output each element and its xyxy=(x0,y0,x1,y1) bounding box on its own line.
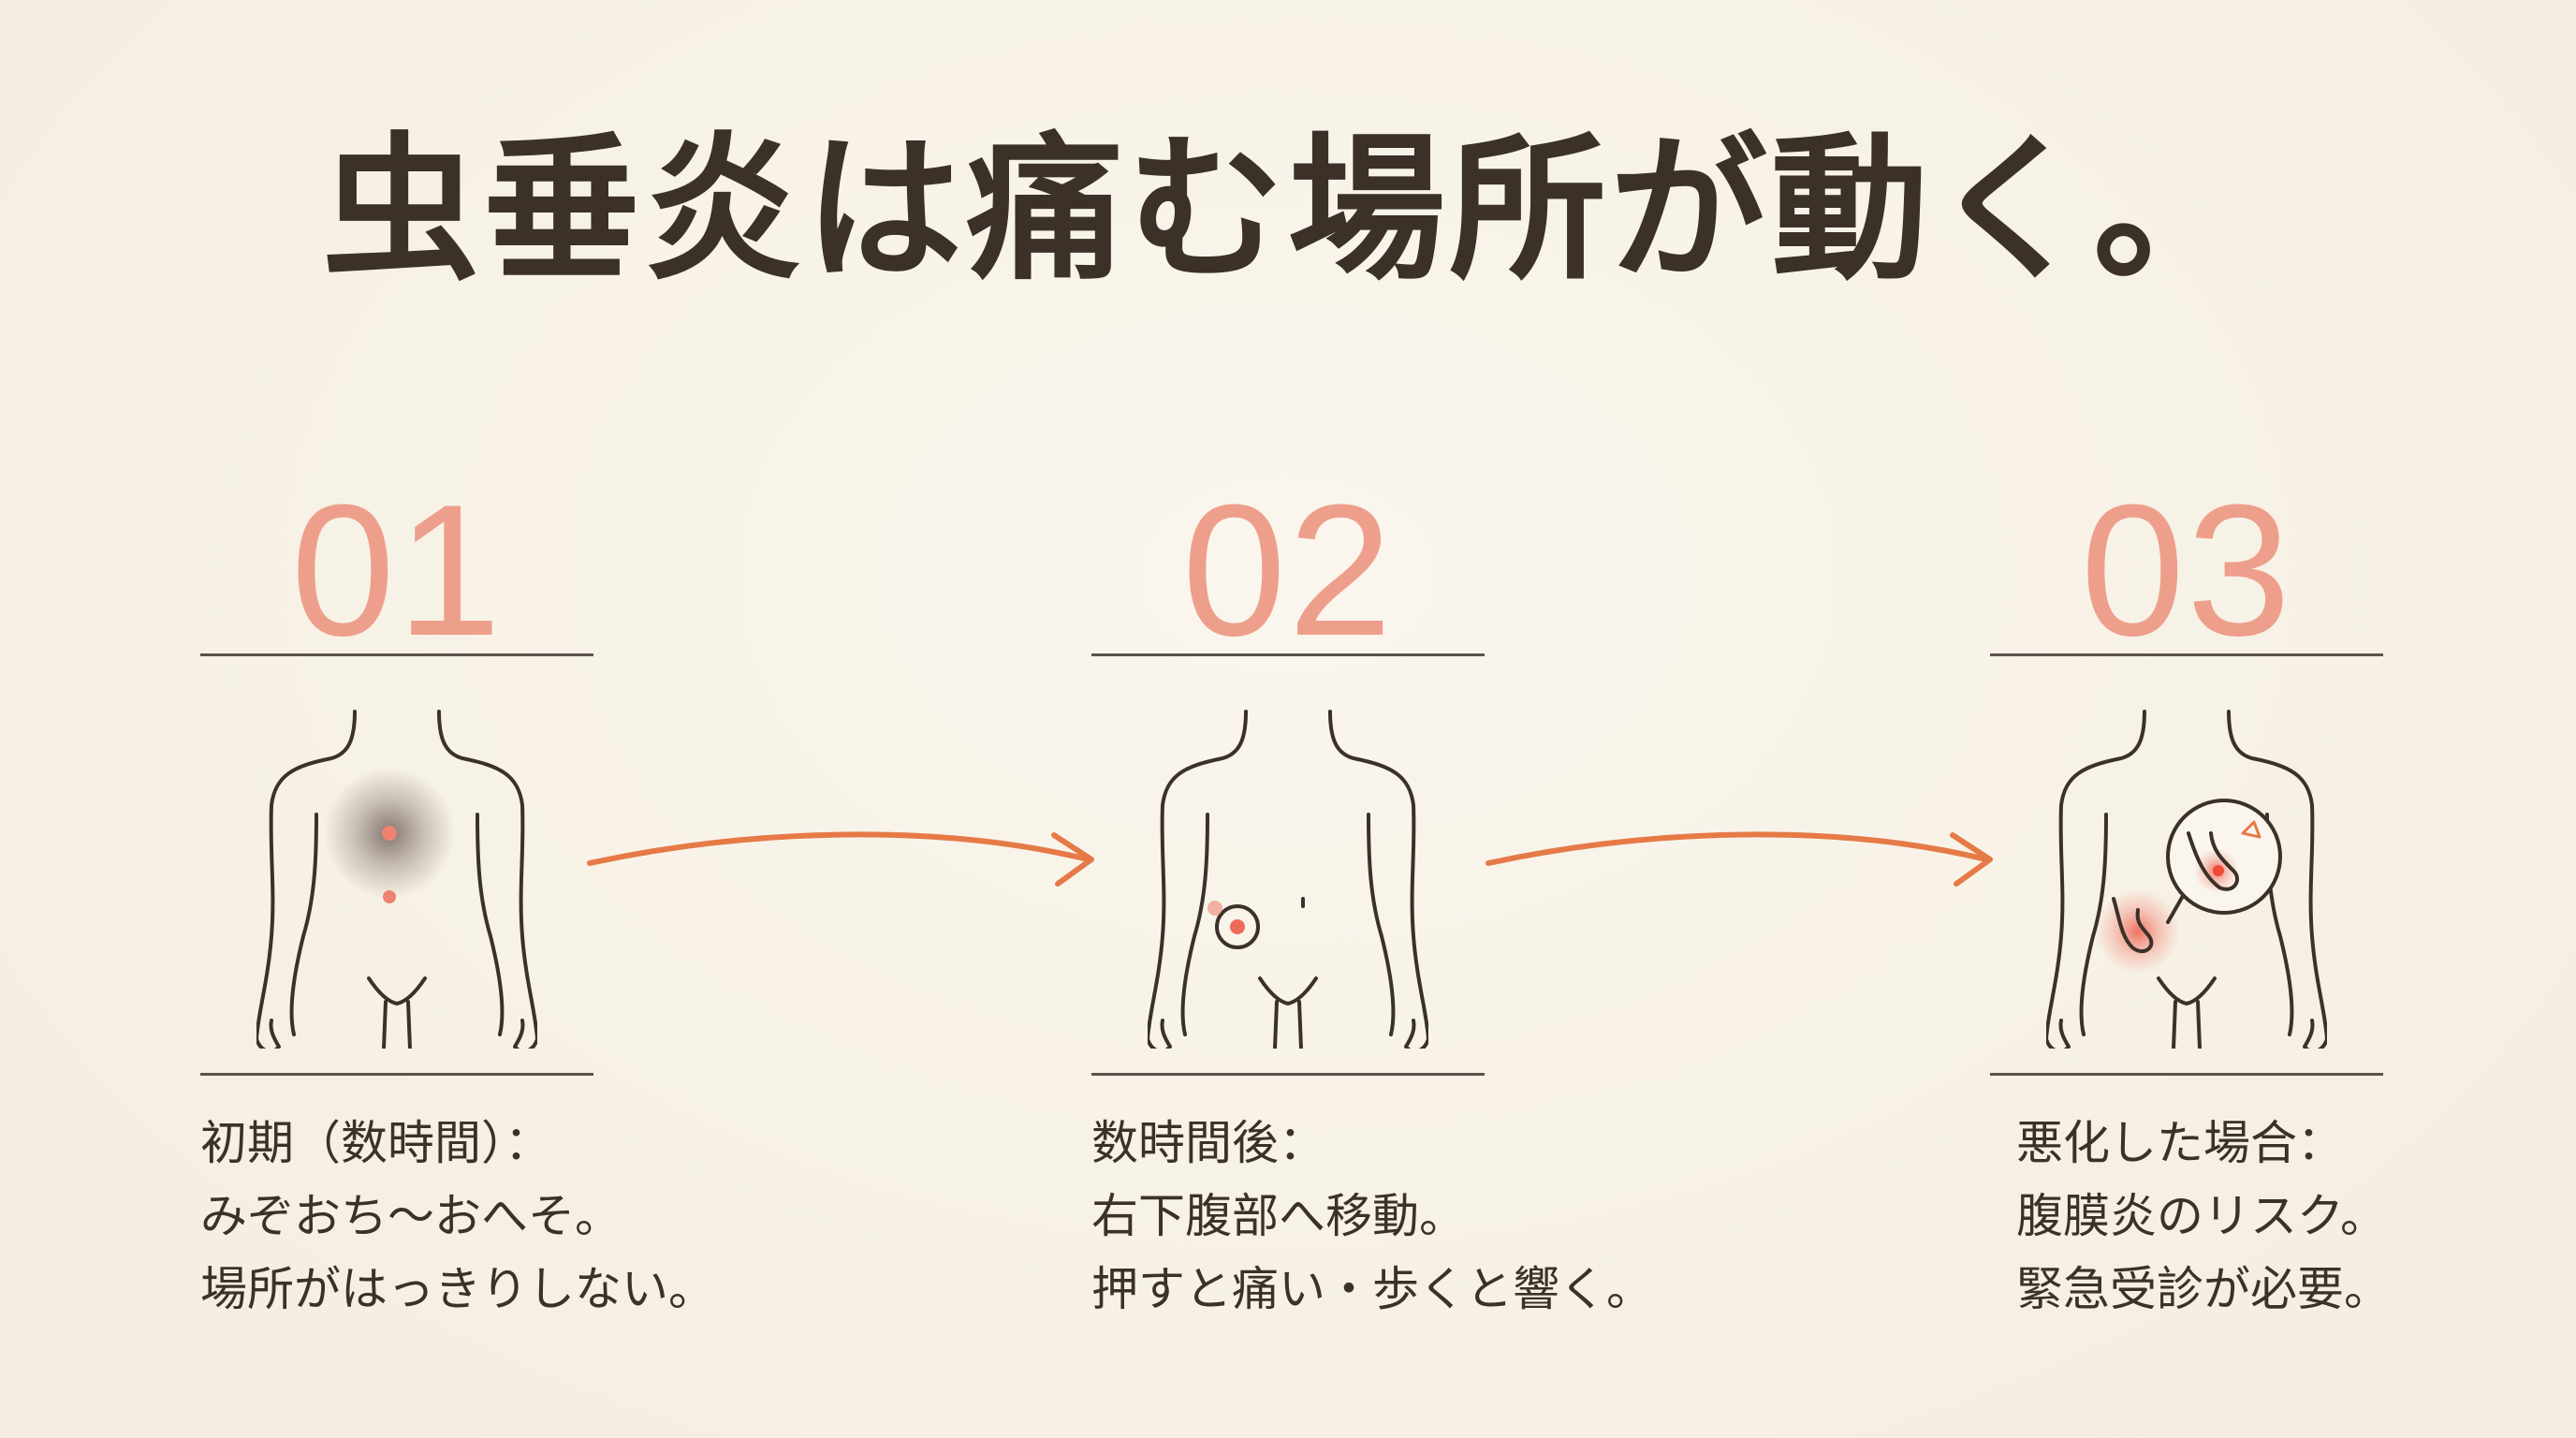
target-ring-icon xyxy=(1215,904,1260,949)
inflamed-area-icon xyxy=(2096,889,2180,974)
step-number: 01 xyxy=(290,466,504,675)
desc-line: みぞおち〜おへそ。 xyxy=(200,1189,622,1243)
desc-line: 数時間後： xyxy=(1091,1116,1325,1170)
step-description: 数時間後： 右下腹部へ移動。 押すと痛い・歩くと響く。 xyxy=(1091,1107,1690,1326)
pain-hint-icon xyxy=(1208,901,1222,916)
pain-spot-icon xyxy=(1230,919,1245,934)
divider xyxy=(1990,653,2383,656)
torso-outline-icon xyxy=(2046,710,2327,1049)
divider xyxy=(1091,1073,1485,1076)
desc-line: 押すと痛い・歩くと響く。 xyxy=(1091,1262,1653,1316)
desc-line: 悪化した場合： xyxy=(2016,1116,2344,1170)
desc-line: 初期（数時間）： xyxy=(200,1116,551,1170)
divider xyxy=(1990,1073,2383,1076)
step-description: 初期（数時間）： みぞおち〜おへそ。 場所がはっきりしない。 xyxy=(200,1107,799,1326)
arrow-right-icon xyxy=(1486,831,1993,887)
desc-line: 場所がはっきりしない。 xyxy=(200,1262,715,1316)
divider xyxy=(1091,653,1485,656)
desc-line: 緊急受診が必要。 xyxy=(2016,1262,2391,1316)
desc-line: 右下腹部へ移動。 xyxy=(1091,1189,1466,1243)
navel-spot-icon xyxy=(383,890,396,903)
pain-spot-icon xyxy=(382,826,397,841)
torso-outline-icon xyxy=(256,710,537,1049)
torso-outline-icon xyxy=(1148,710,1428,1049)
appendix-icon xyxy=(2112,897,2154,954)
page-title: 虫垂炎は痛む場所が動く。 xyxy=(322,118,2254,301)
step-number: 02 xyxy=(1181,466,1395,675)
step-number: 03 xyxy=(2080,466,2293,675)
desc-line: 腹膜炎のリスク。 xyxy=(2016,1189,2387,1243)
step-description: 悪化した場合： 腹膜炎のリスク。 緊急受診が必要。 xyxy=(2016,1107,2576,1326)
arrow-right-icon xyxy=(587,831,1094,887)
divider xyxy=(200,653,593,656)
divider xyxy=(200,1073,593,1076)
